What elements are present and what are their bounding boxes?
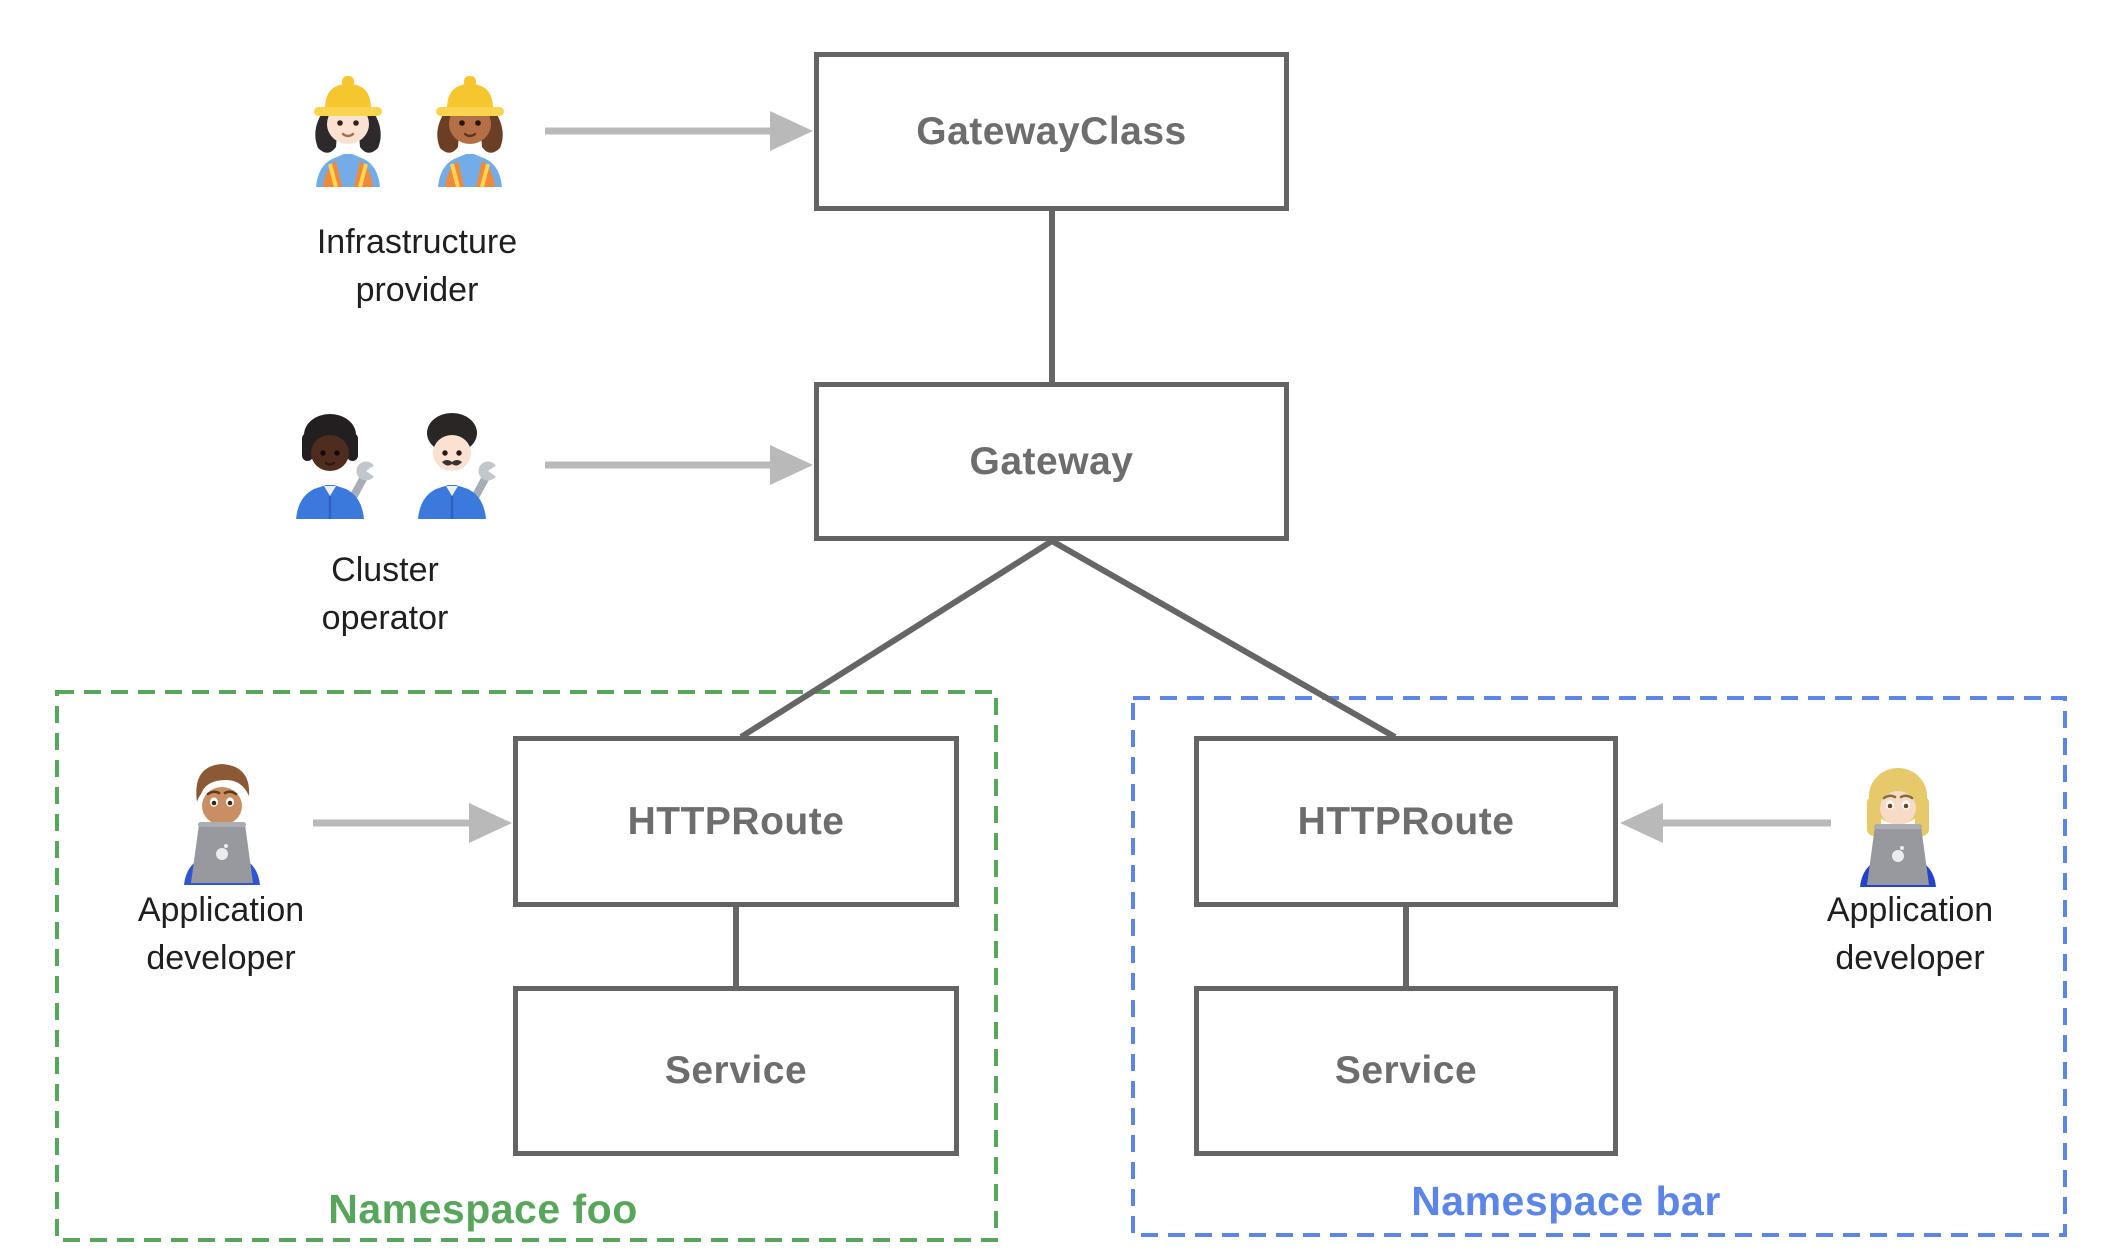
service-bar-box: Service — [1194, 986, 1618, 1156]
namespace-bar-border — [1131, 696, 2067, 1237]
httproute-foo-label: HTTPRoute — [627, 799, 845, 843]
woman-construction-worker-medium-skin-icon — [436, 76, 504, 188]
man-technologist-medium-skin-icon — [184, 764, 260, 885]
gateway-label: Gateway — [969, 439, 1134, 483]
arrow-app-developer-to-httproute-bar — [1620, 803, 1831, 843]
gatewayclass-box: GatewayClass — [814, 52, 1289, 211]
gatewayclass-label: GatewayClass — [916, 109, 1187, 153]
service-foo-label: Service — [664, 1049, 808, 1092]
woman-construction-worker-light-skin-icon — [314, 76, 382, 188]
infrastructure-provider-label: Infrastructure provider — [316, 223, 518, 310]
application-developer-bar-label: Application developer — [1826, 891, 1994, 978]
namespace-bar-label: Namespace bar — [1411, 1178, 1721, 1224]
namespace-foo-border — [55, 690, 998, 1242]
arrow-cluster-operator-to-gateway — [545, 445, 813, 485]
gateway-box: Gateway — [814, 382, 1289, 541]
httproute-bar-box: HTTPRoute — [1194, 736, 1618, 907]
connector-gateway-httproute-foo — [739, 538, 1054, 740]
connector-gateway-httproute-bar — [1050, 538, 1397, 740]
service-foo-box: Service — [513, 986, 959, 1156]
service-bar-label: Service — [1334, 1049, 1478, 1092]
man-mechanic-light-skin-icon — [418, 413, 501, 519]
arrow-infrastructure-provider-to-gatewayclass — [545, 111, 813, 151]
mechanic-dark-skin-icon — [296, 414, 379, 519]
application-developer-foo-label: Application developer — [137, 891, 305, 978]
woman-technologist-light-skin-icon — [1860, 768, 1936, 887]
namespace-foo-label: Namespace foo — [328, 1186, 638, 1232]
cluster-operator-label: Cluster operator — [321, 551, 449, 638]
httproute-foo-box: HTTPRoute — [513, 736, 959, 907]
arrow-app-developer-to-httproute-foo — [313, 803, 512, 843]
httproute-bar-label: HTTPRoute — [1297, 799, 1515, 843]
